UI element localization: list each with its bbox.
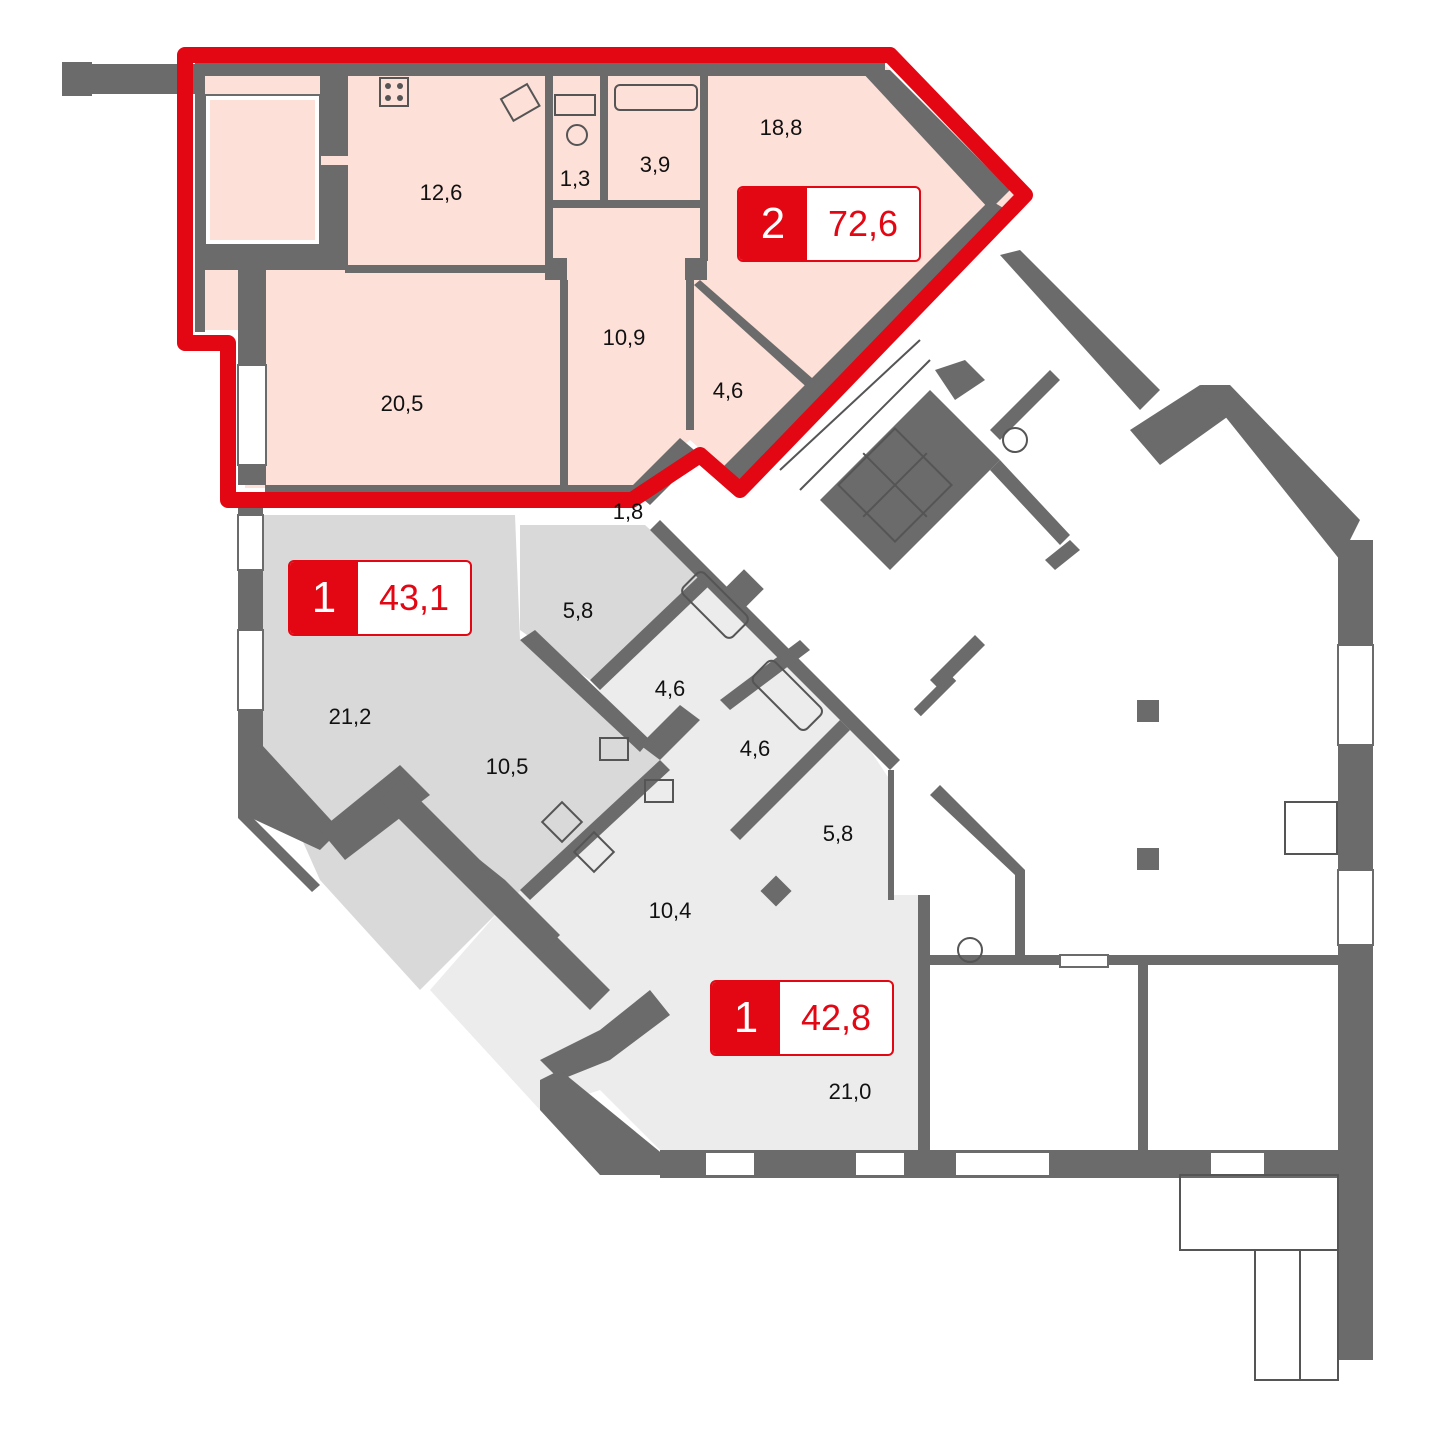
badge-area: 42,8 — [800, 997, 872, 1038]
badge-room-count: 1 — [712, 982, 780, 1054]
badge-apartment-bottom[interactable]: 1 42,8 — [710, 980, 894, 1056]
room-area-bedroom: 18,8 — [760, 115, 803, 140]
room-area-hall-bottom: 5,8 — [823, 821, 854, 846]
badge-room-count: 2 — [739, 188, 807, 260]
room-area-kitchen-left: 10,5 — [486, 754, 529, 779]
fixtures — [379, 77, 1339, 1381]
room-area-living-left: 21,2 — [329, 704, 372, 729]
badge-room-count: 1 — [290, 562, 358, 634]
room-area-hall-left: 5,8 — [563, 598, 594, 623]
windows — [204, 94, 1374, 1177]
badge-area: 72,6 — [827, 203, 899, 244]
room-area-small: 1,8 — [613, 499, 644, 524]
badge-area: 43,1 — [378, 577, 450, 618]
room-area-wc: 1,3 — [560, 166, 591, 191]
badge-apartment-left[interactable]: 1 43,1 — [288, 560, 472, 636]
room-area-kitchen: 12,6 — [420, 180, 463, 205]
room-area-bath-left: 4,6 — [655, 676, 686, 701]
room-area-storage: 4,6 — [713, 378, 744, 403]
room-area-living-bottom: 21,0 — [829, 1079, 872, 1104]
room-area-hall: 10,9 — [603, 325, 646, 350]
selected-apartment-outline — [177, 47, 1033, 508]
badge-apartment-selected[interactable]: 2 72,6 — [737, 186, 921, 262]
room-area-living: 20,5 — [381, 391, 424, 416]
room-area-kitchen-bottom: 10,4 — [649, 898, 692, 923]
room-labels: 12,6 1,3 3,9 18,8 10,9 20,5 4,6 1,8 5,8 … — [329, 115, 872, 1104]
room-area-bath-bottom: 4,6 — [740, 736, 771, 761]
room-area-bath: 3,9 — [640, 152, 671, 177]
